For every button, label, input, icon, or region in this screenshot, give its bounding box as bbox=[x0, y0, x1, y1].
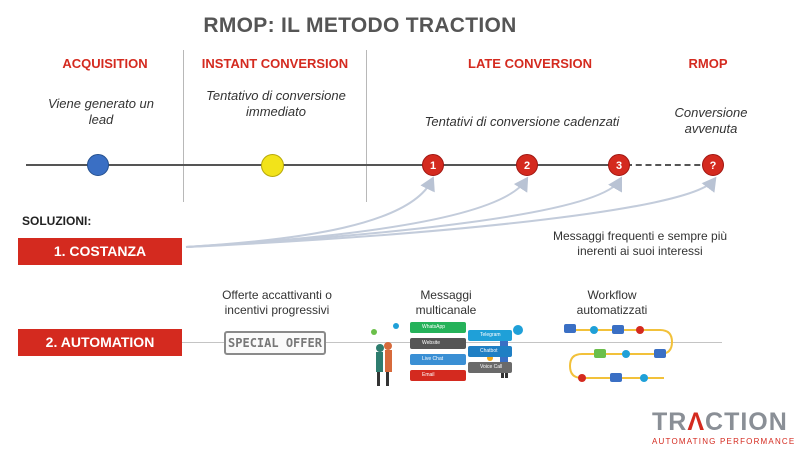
chip-whatsapp: WhatsApp bbox=[410, 322, 466, 333]
chip-chatbot: Chatbot bbox=[468, 346, 512, 357]
chip-email: Email bbox=[410, 370, 466, 381]
timeline-dashed bbox=[626, 164, 710, 166]
automation-box: 2. AUTOMATION bbox=[18, 329, 182, 356]
logo-tagline: AUTOMATING PERFORMANCE bbox=[652, 437, 796, 446]
marker-2: 2 bbox=[516, 154, 538, 176]
phase-instant-conversion: INSTANT CONVERSION bbox=[201, 56, 349, 71]
chip-voicecall: Voice Call bbox=[468, 362, 512, 373]
multichannel-caption: Messaggi multicanale bbox=[415, 288, 477, 317]
logo-text-pre: TR bbox=[652, 408, 688, 436]
offers-caption: Offerte accattivanti o incentivi progres… bbox=[222, 288, 332, 317]
phase-acquisition: ACQUISITION bbox=[62, 56, 148, 71]
logo-accent: Λ bbox=[687, 408, 706, 436]
chip-livechat: Live Chat bbox=[410, 354, 466, 365]
marker-1: 1 bbox=[422, 154, 444, 176]
workflow-caption: Workflow automatizzati bbox=[576, 288, 648, 317]
desc-acquisition: Viene generato un lead bbox=[47, 96, 155, 127]
page-title: RMOP: IL METODO TRACTION bbox=[203, 14, 517, 37]
multichannel-illustration: WhatsApp Telegram Website Chatbot Live C… bbox=[370, 318, 526, 394]
instant-dot bbox=[261, 154, 284, 177]
phase-rmop: RMOP bbox=[688, 56, 728, 71]
costanza-note: Messaggi frequenti e sempre più inerenti… bbox=[552, 229, 728, 258]
marker-3: 3 bbox=[608, 154, 630, 176]
phase-late-conversion: LATE CONVERSION bbox=[468, 56, 592, 71]
traction-logo: TRΛCTION bbox=[652, 408, 788, 437]
separator-1 bbox=[183, 50, 184, 202]
marker-question: ? bbox=[702, 154, 724, 176]
timeline bbox=[26, 164, 626, 166]
costanza-box: 1. COSTANZA bbox=[18, 238, 182, 265]
special-offer-stamp: SPECIAL OFFER bbox=[224, 331, 326, 355]
separator-2 bbox=[366, 50, 367, 202]
workflow-diagram bbox=[564, 324, 674, 382]
lead-dot bbox=[87, 154, 109, 176]
chip-telegram: Telegram bbox=[468, 330, 512, 341]
solutions-label: SOLUZIONI: bbox=[22, 214, 92, 228]
chip-website: Website bbox=[410, 338, 466, 349]
logo-text-post: CTION bbox=[705, 408, 788, 436]
desc-instant: Tentativo di conversione immediato bbox=[206, 88, 346, 119]
desc-late: Tentativi di conversione cadenzati bbox=[424, 114, 620, 129]
desc-rmop: Conversione avvenuta bbox=[674, 105, 748, 136]
